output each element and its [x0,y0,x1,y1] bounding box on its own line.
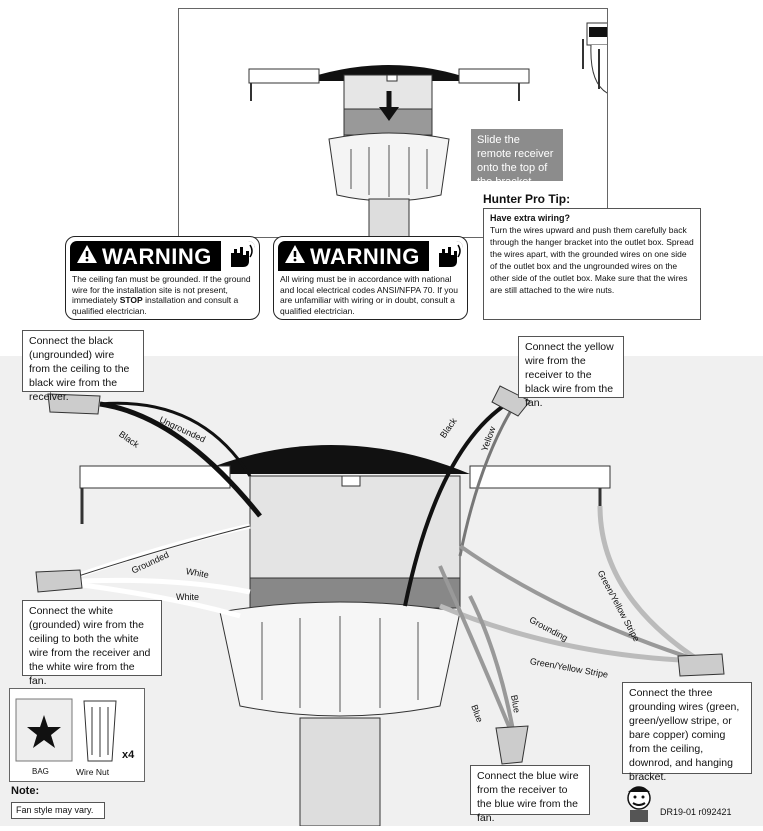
callout-blue-wire: Connect the blue wire from the receiver … [470,765,590,824]
wire-nut-white [35,569,83,593]
warning-text: All wiring must be in accordance with na… [280,274,458,316]
document-id: DR19-01 r092421 [660,807,732,817]
wiring-illustration [35,385,725,826]
wire-nut-label: Wire Nut [76,767,110,777]
wire-nut-grounding [677,653,725,677]
wire-nut-blue [495,725,529,765]
parts-box: BAG Wire Nut x4 [9,688,145,782]
pro-tip-heading: Have extra wiring? [490,213,571,223]
hand-shock-icon [221,241,255,271]
callout-yellow-wire: Connect the yellow wire from the receive… [518,336,624,409]
hand-shock-icon [429,241,463,271]
slide-receiver-callout: Slide the remote receiver onto the top o… [471,129,563,188]
warning-text: The ceiling fan must be grounded. If the… [72,274,253,316]
callout-white-wire: Connect the white (grounded) wire from t… [22,600,162,687]
warning-text-part: installation and consult a qualified ele… [72,295,239,316]
warning-triangle-icon [76,242,98,272]
star-icon [27,715,61,748]
callout-grounding-wires: Connect the three grounding wires (green… [622,682,752,783]
wire-nut-quantity: x4 [122,749,135,761]
warning-title: WARNING [102,244,212,270]
mascot-icon [622,782,656,822]
pro-tip-title: Hunter Pro Tip: [483,192,571,206]
warning-box-grounding: WARNING The ceiling fan must be grounded… [65,236,260,320]
warning-box-codes: WARNING All wiring must be in accordance… [273,236,468,320]
warning-triangle-icon [284,242,306,272]
pro-tip-box: Have extra wiring? Turn the wires upward… [483,208,701,320]
wire-nut-black [47,393,101,415]
pro-tip-body: Turn the wires upward and push them care… [490,225,694,295]
warning-text-bold: STOP [119,295,143,305]
parts-illustration [15,698,117,762]
warning-title: WARNING [310,244,420,270]
note-text: Fan style may vary. [11,802,105,819]
warning-text-part: The ceiling fan must be grounded. If the… [72,274,251,305]
note-title: Note: [11,785,40,797]
wire-label-white-2: White [176,592,200,602]
bag-label: BAG [32,767,49,776]
callout-black-wire: Connect the black (ungrounded) wire from… [22,330,144,403]
